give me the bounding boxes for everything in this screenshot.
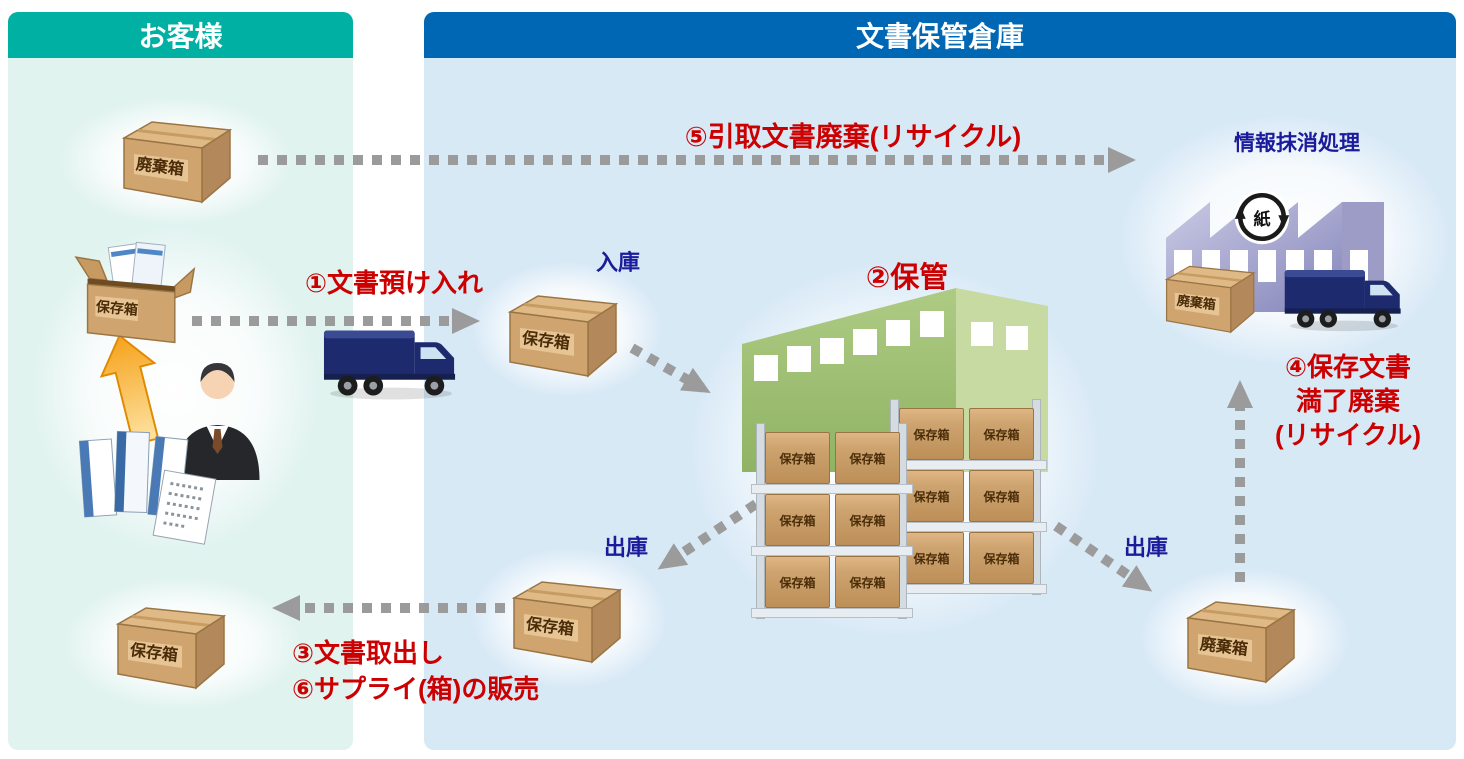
storage-box-small: 保存箱 [899, 532, 964, 584]
customer-panel-title: お客様 [138, 21, 223, 52]
box-label: 保存箱 [779, 451, 816, 466]
step4-line3: (リサイクル) [1274, 420, 1422, 450]
warehouse-panel-title: 文書保管倉庫 [855, 21, 1024, 52]
shelf-board [885, 460, 1047, 470]
storage-box-small: 保存箱 [765, 432, 830, 484]
box-label: 保存箱 [913, 489, 950, 504]
disposal-box-top: 廃棄箱 [116, 110, 240, 206]
storage-box-small: 保存箱 [765, 494, 830, 546]
shelf-board [751, 484, 913, 494]
disposal-box-factory: 廃棄箱 [1160, 256, 1262, 336]
step4-line1: ④保存文書 [1284, 352, 1411, 382]
storage-box-small: 保存箱 [835, 556, 900, 608]
box-label: 保存箱 [849, 575, 886, 590]
inbound-label: 入庫 [595, 250, 640, 275]
cardboard-box-icon [1185, 601, 1297, 684]
step1-label: ①文書預け入れ [304, 268, 483, 298]
cardboard-box-icon [511, 581, 623, 664]
box-label: 保存箱 [779, 513, 816, 528]
storage-shelf-right: 保存箱 保存箱 保存箱 保存箱 保存箱 保存箱 [885, 399, 1047, 595]
storage-box-small: 保存箱 [899, 408, 964, 460]
box-label: 保存箱 [983, 427, 1020, 442]
cardboard-box-icon [121, 121, 233, 204]
storage-box-small: 保存箱 [969, 408, 1034, 460]
storage-box-small: 保存箱 [835, 494, 900, 546]
outbound-left-label: 出庫 [603, 535, 648, 560]
step3-label: ③文書取出し [292, 638, 445, 668]
storage-shelf-left: 保存箱 保存箱 保存箱 保存箱 保存箱 保存箱 [751, 423, 913, 619]
customer-person-icon [165, 355, 270, 480]
arrow-outbound-left [657, 499, 759, 570]
box-label: 保存箱 [849, 513, 886, 528]
storage-box-small: 保存箱 [899, 470, 964, 522]
storage-box-outbound: 保存箱 [506, 570, 630, 666]
shelf-board [885, 522, 1047, 532]
outbound-right-label: 出庫 [1123, 535, 1168, 560]
document-files-icon [78, 418, 233, 545]
step4-label: ④保存文書 満了廃棄 (リサイクル) [1250, 350, 1446, 452]
cardboard-box-icon [115, 607, 227, 690]
factory-truck-icon [1283, 262, 1405, 334]
step4-line2: 満了廃棄 [1295, 386, 1400, 416]
storage-box-customer: 保存箱 [110, 596, 234, 692]
box-label: 保存箱 [983, 551, 1020, 566]
box-label: 保存箱 [849, 451, 886, 466]
box-label: 保存箱 [913, 427, 950, 442]
storage-box-small: 保存箱 [969, 470, 1034, 522]
customer-panel-header: お客様 [8, 12, 353, 58]
storage-box-small: 保存箱 [765, 556, 830, 608]
shelf-board [885, 584, 1047, 594]
open-cardboard-box-icon [74, 241, 196, 344]
storage-box-small: 保存箱 [969, 532, 1034, 584]
storage-box-small: 保存箱 [835, 432, 900, 484]
shelf-board [751, 546, 913, 556]
shelf-board [751, 608, 913, 618]
step5-label: ⑤引取文書廃棄(リサイクル) [684, 122, 1022, 152]
box-label: 保存箱 [779, 575, 816, 590]
storage-box-open: 保存箱 [74, 238, 200, 350]
box-label: 保存箱 [913, 551, 950, 566]
box-label: 保存箱 [983, 489, 1020, 504]
delivery-truck-icon [322, 322, 460, 402]
storage-box-inbound: 保存箱 [502, 284, 626, 380]
factory-title: 情報抹消処理 [1234, 132, 1360, 155]
step2-label: ②保管 [865, 262, 949, 294]
step6-label: ⑥サプライ(箱)の販売 [292, 674, 540, 704]
disposal-box-right: 廃棄箱 [1180, 590, 1304, 686]
shelf-post [756, 423, 765, 619]
recycle-paper-label: 紙 [1253, 210, 1271, 229]
cardboard-box-icon [1164, 265, 1256, 334]
cardboard-box-icon [507, 295, 619, 378]
warehouse-panel-header: 文書保管倉庫 [424, 12, 1456, 58]
recycle-paper-icon: 紙 [1233, 188, 1291, 246]
arrow-inbound [629, 343, 711, 393]
